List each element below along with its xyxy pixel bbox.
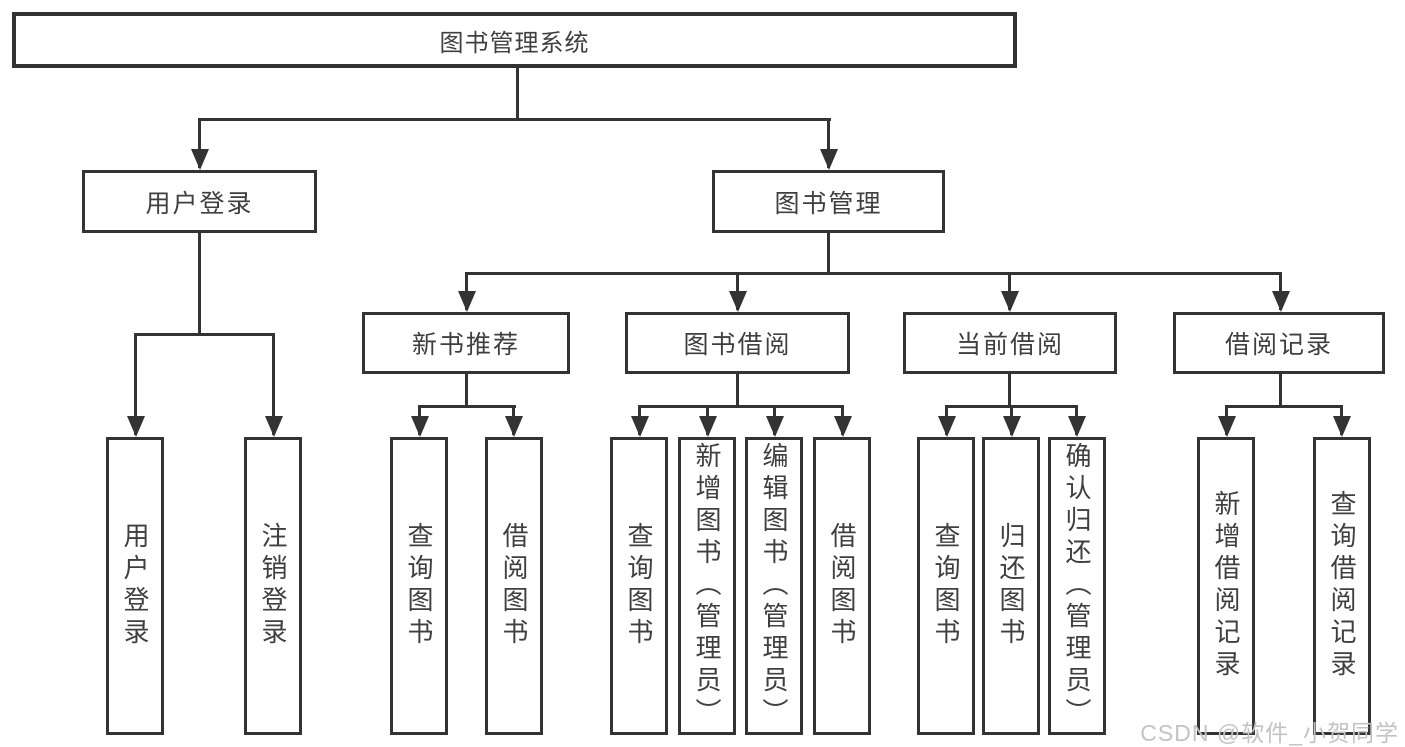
connector-arrow-br-query (1340, 405, 1343, 435)
node-library-system: 图书管理系统 (12, 12, 1017, 68)
node-book-borrow: 图书借阅 (625, 312, 850, 374)
leaf-newbook-borrow-books-label: 借阅图书 (499, 522, 529, 650)
connector-arrow-nb-query (418, 405, 421, 435)
connector-book-mgmt-hbar (465, 272, 1282, 275)
leaf-user-login-label: 用户登录 (120, 522, 150, 650)
leaf-current-query-books: 查询图书 (917, 437, 975, 735)
node-book-management: 图书管理 (712, 170, 945, 233)
leaf-borrow-query-books-label: 查询图书 (624, 522, 654, 650)
leaf-current-return-books: 归还图书 (982, 437, 1040, 735)
node-new-book-recommend-label: 新书推荐 (411, 331, 520, 359)
connector-arrow-new-book (465, 272, 468, 310)
connector-arrow-book-borrow (736, 272, 739, 310)
connector-arrow-cb-query (945, 405, 948, 435)
connector-arrow-leaf-logout (272, 333, 275, 435)
leaf-records-query-record-label: 查询借阅记录 (1327, 490, 1357, 682)
connector-new-book-stem (465, 372, 468, 408)
leaf-newbook-query-books: 查询图书 (390, 437, 448, 735)
connector-root-stem (516, 66, 519, 120)
leaf-records-query-record: 查询借阅记录 (1313, 437, 1371, 735)
connector-arrow-borrow-records (1279, 272, 1282, 310)
leaf-borrow-query-books: 查询图书 (610, 437, 668, 735)
connector-arrow-cb-return (1010, 405, 1013, 435)
connector-book-mgmt-stem (827, 231, 830, 275)
leaf-user-login: 用户登录 (106, 437, 164, 735)
connector-arrow-user-login (198, 118, 201, 168)
node-book-borrow-label: 图书借阅 (683, 331, 792, 359)
connector-book-borrow-stem (736, 372, 739, 408)
connector-arrow-bb-query (638, 405, 641, 435)
leaf-newbook-borrow-books: 借阅图书 (485, 437, 543, 735)
connector-arrow-bb-add (706, 405, 709, 435)
leaf-records-add-record: 新增借阅记录 (1197, 437, 1255, 735)
node-user-login-label: 用户登录 (145, 189, 254, 218)
node-user-login: 用户登录 (82, 170, 317, 233)
leaf-records-add-record-label: 新增借阅记录 (1211, 490, 1241, 682)
connector-arrow-book-mgmt (827, 118, 830, 168)
node-borrow-records-label: 借阅记录 (1224, 331, 1333, 359)
leaf-borrow-add-books-admin: 新增图书（管理员） (678, 437, 736, 735)
connector-user-login-hbar (134, 333, 275, 336)
connector-book-borrow-hbar (638, 405, 844, 408)
node-current-borrow: 当前借阅 (903, 312, 1117, 374)
connector-arrow-nb-borrow (512, 405, 515, 435)
leaf-current-return-books-label: 归还图书 (996, 522, 1026, 650)
connector-root-hbar (198, 118, 831, 121)
connector-borrow-records-stem (1279, 372, 1282, 408)
node-library-system-label: 图书管理系统 (439, 29, 590, 57)
leaf-borrow-edit-books-admin-label: 编辑图书（管理员） (759, 442, 789, 730)
node-new-book-recommend: 新书推荐 (362, 312, 570, 374)
leaf-borrow-add-books-admin-label: 新增图书（管理员） (692, 442, 722, 730)
connector-borrow-records-hbar (1225, 405, 1343, 408)
node-borrow-records: 借阅记录 (1173, 312, 1385, 374)
leaf-newbook-query-books-label: 查询图书 (404, 522, 434, 650)
node-current-borrow-label: 当前借阅 (955, 331, 1064, 359)
connector-arrow-br-add (1225, 405, 1228, 435)
connector-new-book-hbar (418, 405, 516, 408)
leaf-borrow-borrow-books-label: 借阅图书 (827, 522, 857, 650)
connector-user-login-stem (198, 231, 201, 335)
connector-arrow-bb-edit (773, 405, 776, 435)
leaf-current-confirm-return-admin-label: 确认归还（管理员） (1062, 442, 1092, 730)
leaf-borrow-borrow-books: 借阅图书 (813, 437, 871, 735)
connector-arrow-leaf-user-login (134, 333, 137, 435)
leaf-current-query-books-label: 查询图书 (931, 522, 961, 650)
leaf-borrow-edit-books-admin: 编辑图书（管理员） (745, 437, 803, 735)
connector-arrow-cb-confirm (1075, 405, 1078, 435)
leaf-logout-label: 注销登录 (258, 522, 288, 650)
connector-arrow-bb-borrow (841, 405, 844, 435)
leaf-current-confirm-return-admin: 确认归还（管理员） (1048, 437, 1106, 735)
node-book-management-label: 图书管理 (774, 189, 883, 218)
connector-current-borrow-stem (1008, 372, 1011, 408)
connector-arrow-current-borrow (1008, 272, 1011, 310)
leaf-logout: 注销登录 (244, 437, 302, 735)
